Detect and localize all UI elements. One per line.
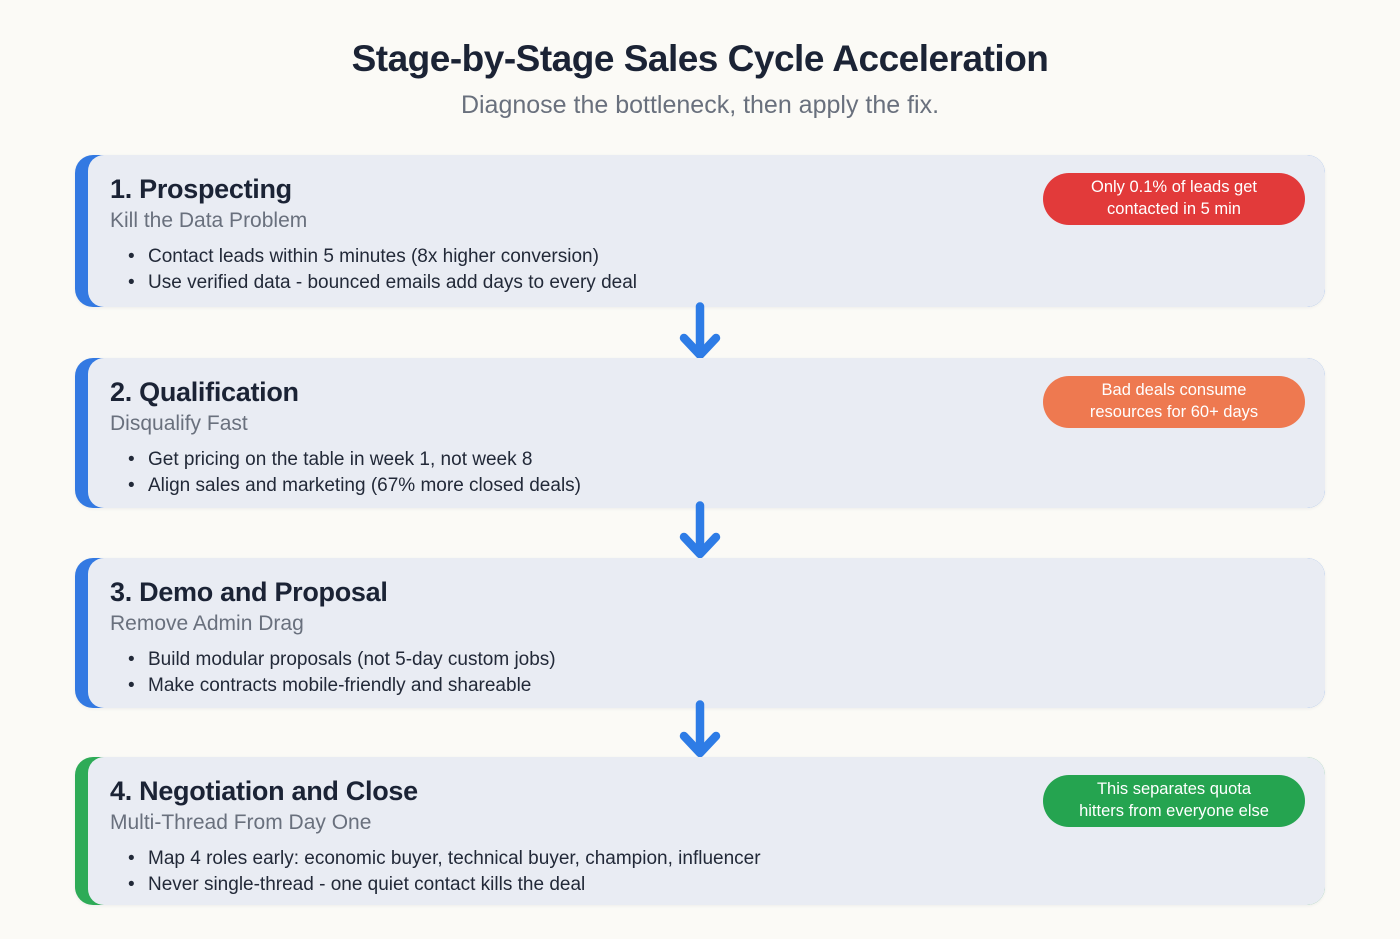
badge-line: hitters from everyone else	[1079, 802, 1269, 820]
stage-bullet-list: Build modular proposals (not 5-day custo…	[110, 647, 1325, 699]
stage-card-body: 3. Demo and Proposal Remove Admin Drag B…	[88, 558, 1325, 708]
stage-subtitle: Remove Admin Drag	[110, 612, 304, 636]
bullet-item: Use verified data - bounced emails add d…	[120, 270, 1325, 296]
bullet-item: Contact leads within 5 minutes (8x highe…	[120, 244, 1325, 270]
stage-card-body: 4. Negotiation and Close Multi-Thread Fr…	[88, 757, 1325, 905]
stage-bullet-list: Contact leads within 5 minutes (8x highe…	[110, 244, 1325, 296]
bullet-item: Get pricing on the table in week 1, not …	[120, 447, 1325, 473]
stage-title: 3. Demo and Proposal	[110, 577, 388, 607]
bullet-item: Never single-thread - one quiet contact …	[120, 872, 1325, 898]
bullet-item: Align sales and marketing (67% more clos…	[120, 473, 1325, 499]
status-badge: Bad deals consume resources for 60+ days	[1043, 376, 1305, 428]
stage-bullet-list: Map 4 roles early: economic buyer, techn…	[110, 846, 1325, 898]
page-title: Stage-by-Stage Sales Cycle Acceleration	[351, 38, 1049, 79]
status-badge: Only 0.1% of leads get contacted in 5 mi…	[1043, 173, 1305, 225]
stage-title: 1. Prospecting	[110, 174, 292, 204]
stage-subtitle: Disqualify Fast	[110, 412, 248, 436]
badge-line: This separates quota	[1096, 780, 1252, 799]
stage-bullet-list: Get pricing on the table in week 1, not …	[110, 447, 1325, 499]
down-arrow-icon	[676, 501, 724, 559]
badge-line: Only 0.1% of leads get	[1090, 178, 1257, 197]
badge-line: contacted in 5 min	[1107, 200, 1241, 218]
down-arrow-icon	[676, 302, 724, 360]
bullet-item: Build modular proposals (not 5-day custo…	[120, 647, 1325, 673]
bullet-item: Map 4 roles early: economic buyer, techn…	[120, 846, 1325, 872]
stage-card-prospecting: 1. Prospecting Kill the Data Problem Con…	[75, 155, 1325, 307]
status-badge: This separates quota hitters from everyo…	[1043, 775, 1305, 827]
stage-subtitle: Multi-Thread From Day One	[110, 811, 372, 835]
stage-card-negotiation-close: 4. Negotiation and Close Multi-Thread Fr…	[75, 757, 1325, 905]
stage-subtitle: Kill the Data Problem	[110, 209, 308, 233]
badge-line: resources for 60+ days	[1089, 403, 1259, 421]
stage-card-body: 1. Prospecting Kill the Data Problem Con…	[88, 155, 1325, 307]
stage-title: 2. Qualification	[110, 377, 299, 407]
page-subtitle: Diagnose the bottleneck, then apply the …	[460, 91, 940, 119]
badge-line: Bad deals consume	[1101, 381, 1247, 400]
down-arrow-icon	[676, 700, 724, 758]
stage-card-qualification: 2. Qualification Disqualify Fast Get pri…	[75, 358, 1325, 508]
stage-card-body: 2. Qualification Disqualify Fast Get pri…	[88, 358, 1325, 508]
bullet-item: Make contracts mobile-friendly and share…	[120, 673, 1325, 699]
stage-card-demo-proposal: 3. Demo and Proposal Remove Admin Drag B…	[75, 558, 1325, 708]
stage-title: 4. Negotiation and Close	[110, 776, 418, 806]
